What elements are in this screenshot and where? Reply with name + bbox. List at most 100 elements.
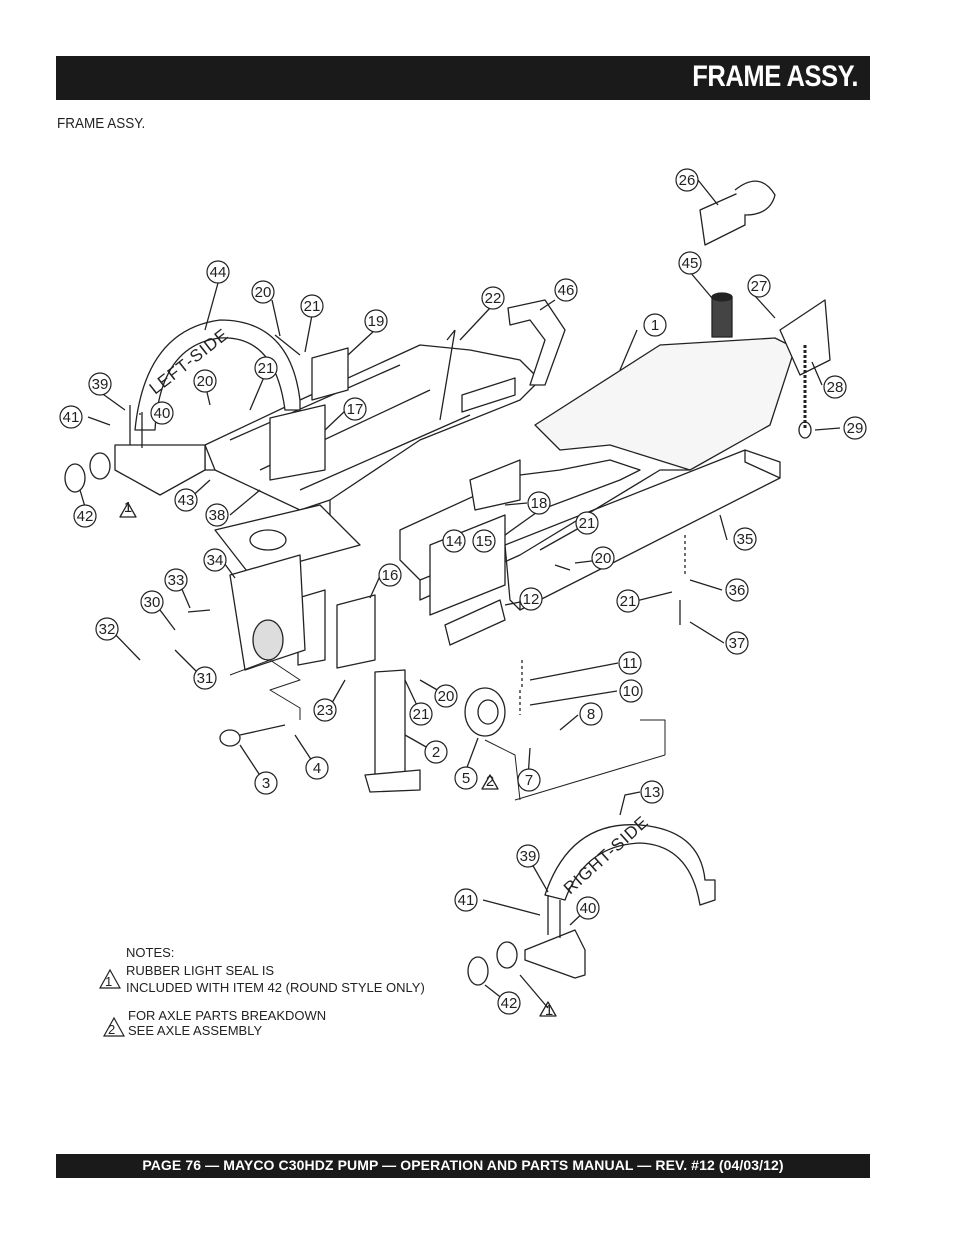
callout-circle <box>442 529 466 553</box>
callout-bubble: 34 <box>203 548 227 572</box>
callout-number: 20 <box>438 688 455 705</box>
callout-bubble: 23 <box>313 698 337 722</box>
callout-circle <box>193 666 217 690</box>
note1-symbol: 1 <box>105 974 112 989</box>
callout-bubble: 20 <box>251 280 275 304</box>
callout-circle <box>517 768 541 792</box>
callout-number: 29 <box>847 420 864 437</box>
callout-circle <box>174 488 198 512</box>
callout-number: 20 <box>595 550 612 567</box>
callout-bubble: 2 <box>424 740 448 764</box>
callout-number: 15 <box>476 533 493 550</box>
callout-bubble: 37 <box>725 631 749 655</box>
callout-circle <box>497 991 521 1015</box>
callout-number: 7 <box>525 772 533 789</box>
footer-bar: PAGE 76 — MAYCO C30HDZ PUMP — OPERATION … <box>56 1154 870 1178</box>
callout-bubble: 41 <box>59 405 83 429</box>
callout-circle <box>343 397 367 421</box>
callout-circle <box>454 766 478 790</box>
callout-bubble: 41 <box>454 888 478 912</box>
callout-number: 41 <box>458 892 475 909</box>
callout-circle <box>203 548 227 572</box>
callout-circle <box>434 684 458 708</box>
callout-circle <box>516 844 540 868</box>
callout-number: 40 <box>580 900 597 917</box>
note-marker: 1 <box>545 1002 553 1019</box>
callout-bubble: 3 <box>254 771 278 795</box>
callout-circle <box>678 251 702 275</box>
callout-circle <box>251 280 275 304</box>
callout-bubble: 40 <box>576 896 600 920</box>
callout-bubble: 20 <box>434 684 458 708</box>
callout-number: 35 <box>737 531 754 548</box>
callout-number: 1 <box>124 499 132 516</box>
callout-number: 14 <box>446 533 463 550</box>
callout-bubble: 35 <box>733 527 757 551</box>
callout-number: 8 <box>587 706 595 723</box>
callout-number: 17 <box>347 401 364 418</box>
callout-circle <box>140 590 164 614</box>
callout-circle <box>554 278 578 302</box>
callout-bubble: 20 <box>193 369 217 393</box>
callout-circle <box>472 529 496 553</box>
callout-circle <box>254 771 278 795</box>
callout-circle <box>254 356 278 380</box>
callout-number: 20 <box>197 373 214 390</box>
callout-number: 31 <box>197 670 214 687</box>
callout-circle <box>519 587 543 611</box>
callout-number: 42 <box>501 995 518 1012</box>
callout-circle <box>527 491 551 515</box>
callout-circle <box>576 896 600 920</box>
callout-bubble: 21 <box>254 356 278 380</box>
callout-bubble: 46 <box>554 278 578 302</box>
callout-number: 33 <box>168 572 185 589</box>
callout-bubble: 21 <box>300 294 324 318</box>
callout-number: 37 <box>729 635 746 652</box>
note-marker: 1 <box>124 499 132 516</box>
callout-number: 45 <box>682 255 699 272</box>
callout-bubble: 20 <box>591 546 615 570</box>
callout-bubble: 43 <box>174 488 198 512</box>
callout-circle <box>206 260 230 284</box>
frame-drawing <box>64 179 841 1017</box>
callout-bubble: 42 <box>73 504 97 528</box>
callout-circle <box>733 527 757 551</box>
callout-circle <box>193 369 217 393</box>
callout-circle <box>725 578 749 602</box>
callout-circle <box>640 780 664 804</box>
callout-bubble: 39 <box>88 372 112 396</box>
callout-number: 44 <box>210 264 227 281</box>
callout-number: 21 <box>413 706 430 723</box>
callout-number: 46 <box>558 282 575 299</box>
callout-number: 34 <box>207 552 224 569</box>
callout-bubble: 45 <box>678 251 702 275</box>
callout-bubble: 28 <box>823 375 847 399</box>
callout-number: 2 <box>486 773 494 790</box>
callout-bubble: 10 <box>619 679 643 703</box>
notes: NOTES: 1 RUBBER LIGHT SEAL IS INCLUDED W… <box>98 945 425 1038</box>
callout-circle <box>481 286 505 310</box>
callout-bubble: 21 <box>409 702 433 726</box>
callout-number: 18 <box>531 495 548 512</box>
callout-number: 13 <box>644 784 661 801</box>
callout-bubble: 5 <box>454 766 478 790</box>
callout-number: 43 <box>178 492 195 509</box>
callout-bubble: 31 <box>193 666 217 690</box>
callout-number: 28 <box>827 379 844 396</box>
callout-bubble: 18 <box>527 491 551 515</box>
callout-circle <box>164 568 188 592</box>
callout-circle <box>618 651 642 675</box>
callout-bubble: 38 <box>205 503 229 527</box>
callout-bubble: 33 <box>164 568 188 592</box>
note2-symbol: 2 <box>108 1022 115 1037</box>
callout-number: 22 <box>485 290 502 307</box>
callout-bubble: 1 <box>643 313 667 337</box>
callout-circle <box>305 756 329 780</box>
section-label: FRAME ASSY. <box>57 115 146 132</box>
callout-bubble: 4 <box>305 756 329 780</box>
callout-bubble: 16 <box>378 563 402 587</box>
callout-bubble: 39 <box>516 844 540 868</box>
note2-line1: FOR AXLE PARTS BREAKDOWN <box>128 1008 326 1023</box>
callout-number: 38 <box>209 507 226 524</box>
